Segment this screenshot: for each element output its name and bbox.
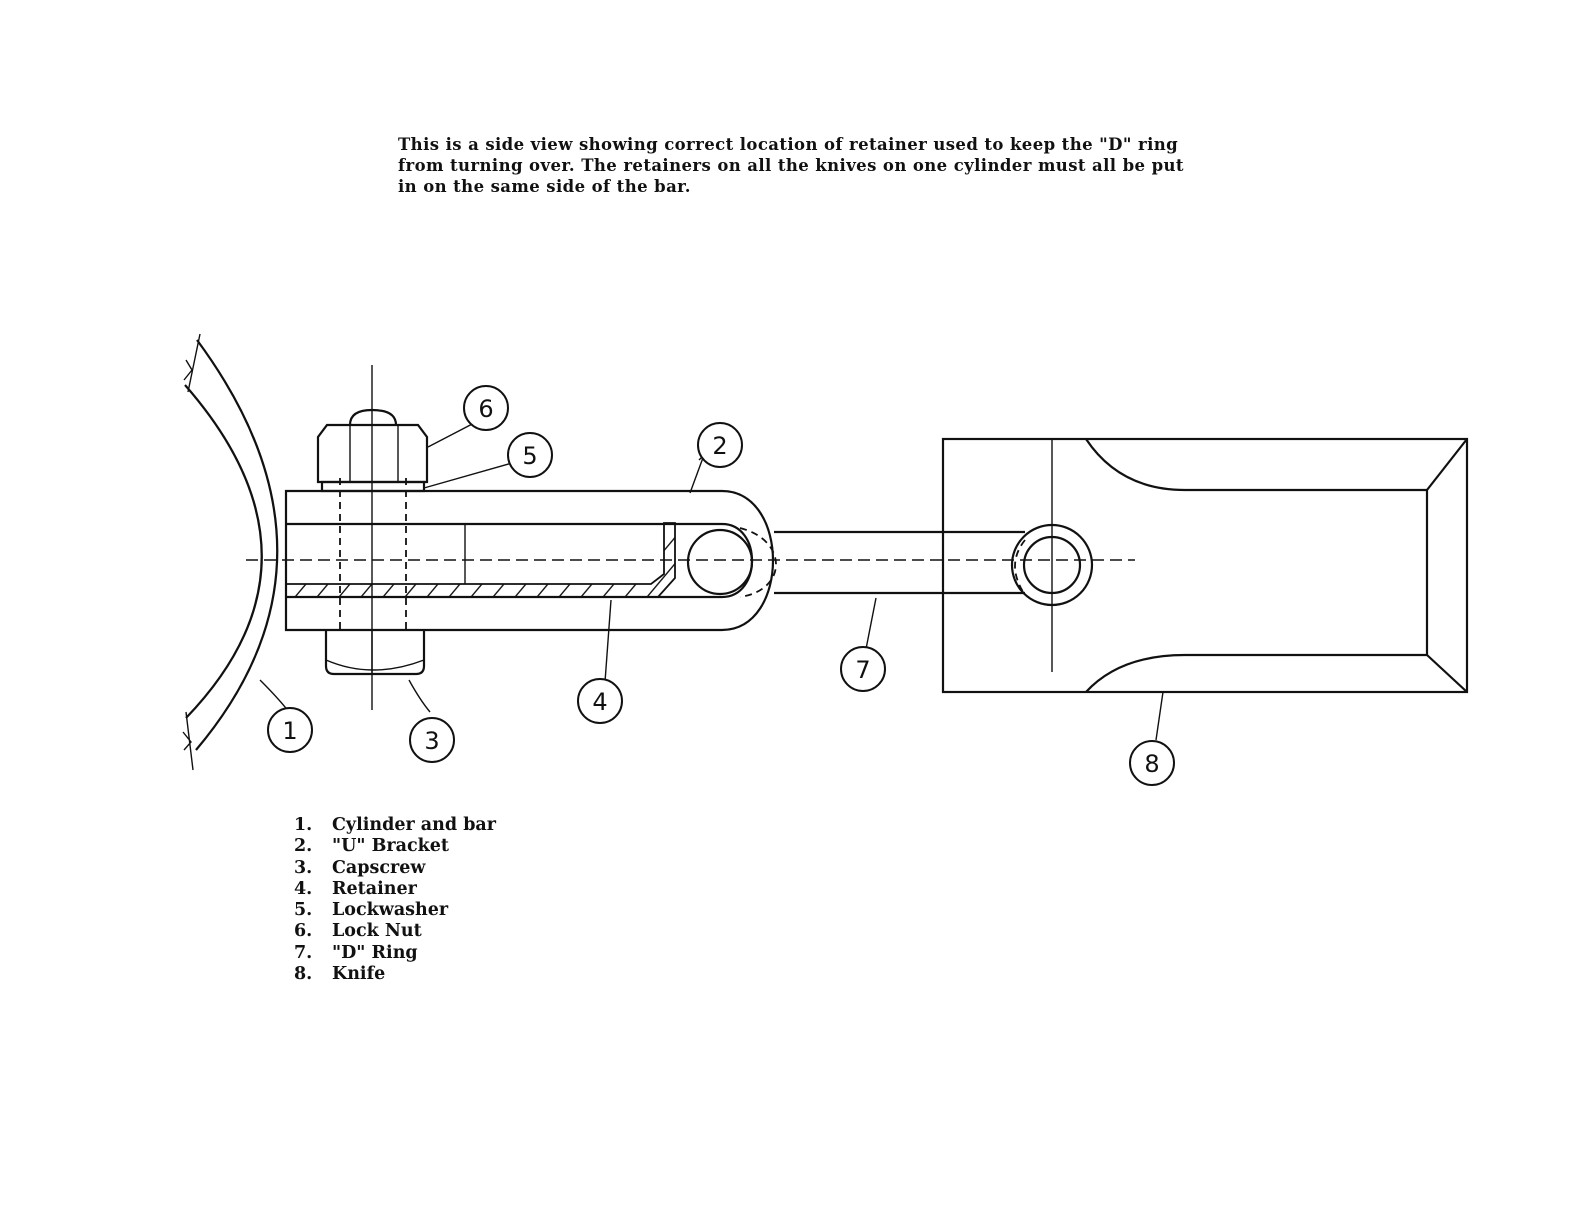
svg-text:4: 4 (592, 688, 607, 716)
lockwasher (320, 480, 426, 493)
caption-line-1: This is a side view showing correct loca… (398, 135, 1179, 154)
knife (941, 437, 1469, 694)
callout-6: 6 (463, 385, 509, 431)
legend-item: 2."U" Bracket (294, 836, 449, 857)
callout-1: 1 (267, 707, 313, 753)
leader-lines (259, 420, 1164, 741)
legend-item: 6.Lock Nut (294, 921, 422, 942)
parts-legend: 1.Cylinder and bar 2."U" Bracket 3.Capsc… (294, 815, 496, 985)
svg-text:8: 8 (1144, 750, 1159, 778)
legend-item: 5.Lockwasher (294, 900, 449, 921)
retainer (285, 522, 676, 598)
legend-item: 7."D" Ring (294, 942, 418, 963)
callout-2: 2 (697, 422, 743, 468)
svg-text:5: 5 (522, 442, 537, 470)
legend-item: 1.Cylinder and bar (294, 815, 496, 835)
d-ring (774, 530, 1025, 595)
callout-8: 8 (1129, 740, 1175, 786)
caption-line-2: from turning over. The retainers on all … (398, 156, 1184, 175)
legend-item: 8.Knife (294, 964, 386, 985)
svg-text:3: 3 (424, 727, 439, 755)
legend-item: 3.Capscrew (294, 857, 426, 878)
cylinder-and-bar (182, 333, 279, 771)
capscrew (324, 478, 426, 676)
callout-3: 3 (409, 717, 455, 763)
svg-text:7: 7 (855, 656, 870, 684)
caption: This is a side view showing correct loca… (398, 134, 1278, 197)
callout-7: 7 (840, 646, 886, 692)
svg-text:2: 2 (712, 432, 727, 460)
callout-5: 5 (507, 432, 553, 478)
lock-nut (316, 408, 429, 484)
legend-item: 4.Retainer (294, 878, 417, 899)
u-bracket (284, 489, 777, 632)
caption-line-3: in on the same side of the bar. (398, 177, 691, 196)
callout-4: 4 (577, 678, 623, 724)
svg-text:6: 6 (478, 395, 493, 423)
svg-text:1: 1 (282, 717, 297, 745)
